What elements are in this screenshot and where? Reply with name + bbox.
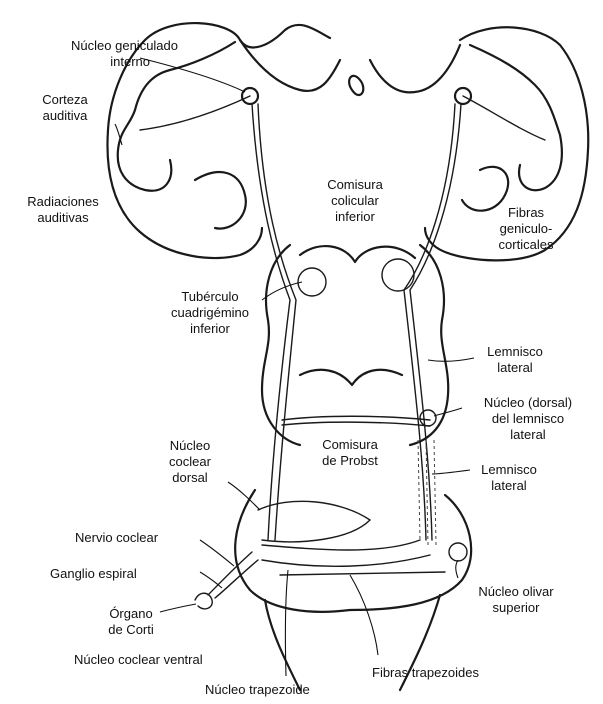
label-nucleo-geniculado-line1: Núcleo geniculado [18,38,178,54]
label-nucleo-dorsal-line1: Núcleo (dorsal) [462,395,594,411]
label-fibras-geniculocorticales: Fibras geniculo- corticales [474,205,578,253]
pointer-fibras-trap [350,575,378,655]
pons-notch [300,370,402,385]
cochlear-nerve-2 [208,552,252,595]
label-corteza-auditiva: Corteza auditiva [20,92,110,124]
label-organo-line2: de Corti [96,622,166,638]
pointer-coclear-dorsal [228,482,260,510]
label-coclear-dorsal-line3: dorsal [150,470,230,486]
label-fibras-gen-line3: corticales [474,237,578,253]
label-nucleo-dorsal-line2: del lemnisco [462,411,594,427]
pointer-lemnisco2 [432,470,470,474]
label-lemnisco1-line1: Lemnisco [472,344,558,360]
label-nucleo-dorsal-lemnisco: Núcleo (dorsal) del lemnisco lateral [462,395,594,443]
trapezoid-fibers-2 [262,555,430,566]
label-nervio-coclear: Nervio coclear [75,530,158,546]
label-tuberculo-line3: inferior [150,321,270,337]
right-lemniscus-path [410,104,461,540]
label-ganglio-espiral: Ganglio espiral [50,566,137,582]
label-nucleo-coclear-ventral: Núcleo coclear ventral [74,652,203,668]
label-nucleo-dorsal-line3: lateral [462,427,594,443]
label-radiaciones-auditivas: Radiaciones auditivas [8,194,118,226]
right-colliculus-nucleus [382,259,414,291]
organ-of-corti [195,593,212,609]
pointer-lemnisco1 [428,358,474,361]
label-lemnisco2-line1: Lemnisco [466,462,552,478]
label-comisura-colicular-line3: inferior [300,209,410,225]
label-corteza-line1: Corteza [20,92,110,108]
label-lemnisco-lateral-2: Lemnisco lateral [466,462,552,494]
label-tuberculo-line2: cuadrigémino [150,305,270,321]
label-tuberculo-cuadrigemino: Tubérculo cuadrigémino inferior [150,289,270,337]
label-comisura-colicular: Comisura colicular inferior [300,177,410,225]
right-radiation [463,96,545,140]
label-lemnisco1-line2: lateral [472,360,558,376]
superior-olive [449,543,467,561]
label-comisura-colicular-line1: Comisura [300,177,410,193]
label-organo-corti: Órgano de Corti [96,606,166,638]
label-fibras-gen-line1: Fibras [474,205,578,221]
pointer-ganglio [200,572,222,588]
label-lemnisco2-line2: lateral [466,478,552,494]
label-coclear-dorsal-line2: coclear [150,454,230,470]
right-lemniscus-path-2 [404,104,455,540]
left-colliculus-nucleus [298,268,326,296]
label-comisura-probst: Comisura de Probst [300,437,400,469]
probst-commissure-2 [282,422,430,426]
trapezoid-fibers-3 [280,572,445,575]
label-olivar-line2: superior [458,600,574,616]
label-olivar-line1: Núcleo olivar [458,584,574,600]
probst-commissure [282,416,430,420]
label-radiaciones-line1: Radiaciones [8,194,118,210]
pointer-olivar [456,560,458,578]
label-nucleo-coclear-dorsal: Núcleo coclear dorsal [150,438,230,486]
pointer-trapezoide [285,570,288,676]
label-coclear-dorsal-line1: Núcleo [150,438,230,454]
third-ventricle [349,76,363,95]
pointer-nervio [200,540,234,566]
label-lemnisco-lateral-1: Lemnisco lateral [472,344,558,376]
label-nucleo-olivar: Núcleo olivar superior [458,584,574,616]
label-comisura-colicular-line2: colicular [300,193,410,209]
label-probst-line1: Comisura [300,437,400,453]
label-nucleo-geniculado-line2: interno [18,54,150,70]
label-nucleo-trapezoide: Núcleo trapezoide [205,682,310,698]
label-corteza-line2: auditiva [20,108,110,124]
label-tuberculo-line1: Tubérculo [150,289,270,305]
label-organo-line1: Órgano [96,606,166,622]
pointer-nucleo-dorsal [434,408,462,416]
label-fibras-gen-line2: geniculo- [474,221,578,237]
left-temporal-fold [195,172,246,229]
left-radiation [140,96,250,130]
label-fibras-trapezoides: Fibras trapezoides [372,665,479,681]
label-nucleo-geniculado: Núcleo geniculado interno [18,38,178,70]
label-probst-line2: de Probst [300,453,400,469]
label-radiaciones-line2: auditivas [8,210,118,226]
dorsal-lemniscus-nucleus [420,410,436,426]
